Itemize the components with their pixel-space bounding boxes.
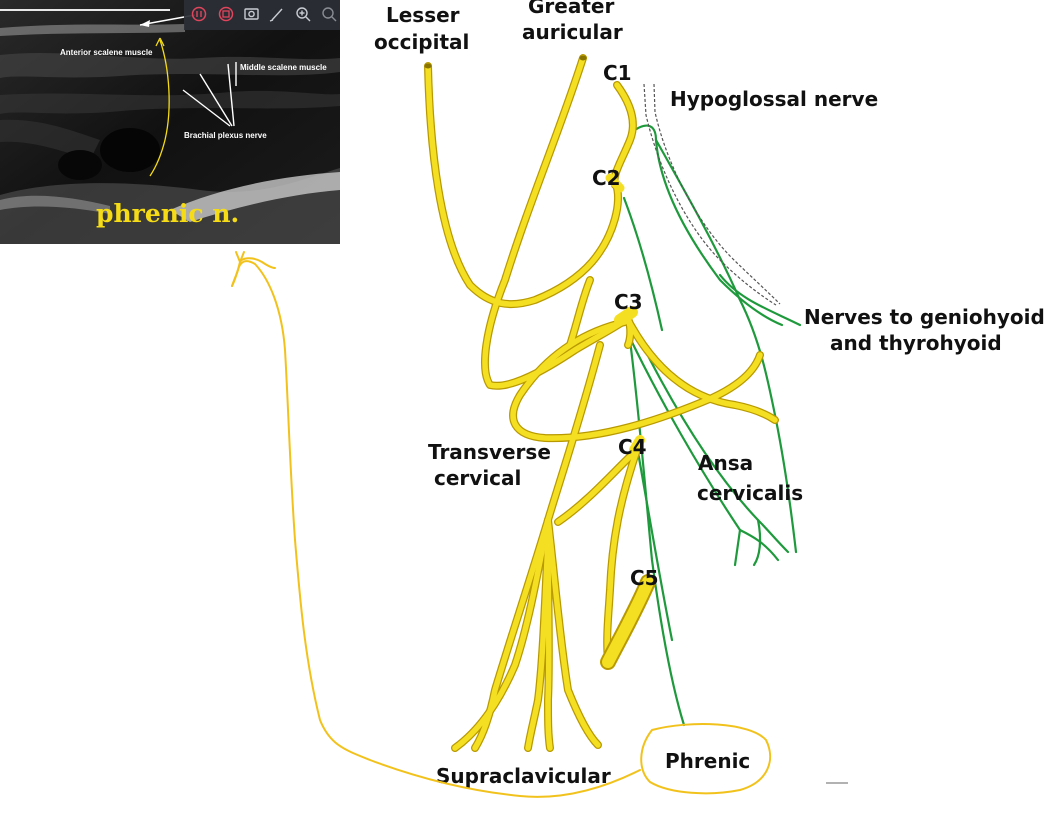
- pen-icon[interactable]: [269, 8, 283, 22]
- cervical-nerves: [424, 54, 779, 752]
- greater-auricular-label-1: Greater: [528, 0, 614, 18]
- supraclavicular-label: Supraclavicular: [436, 764, 611, 788]
- c4-label: C4: [618, 435, 647, 459]
- transverse-cervical-label-2: cervical: [434, 466, 521, 490]
- hand-annotations: [231, 251, 771, 798]
- ansa-cervicalis-label-2: cervicalis: [697, 481, 803, 505]
- c1-label: C1: [603, 61, 632, 85]
- geniohyoid-label-2: and thyrohyoid: [830, 331, 1002, 355]
- brachial-plexus-label: Brachial plexus nerve: [184, 131, 267, 140]
- phrenic-circle: [640, 723, 771, 795]
- hypoglossal-nerve: [643, 83, 781, 306]
- greater-auricular-label-2: auricular: [522, 20, 623, 44]
- zoom-in-icon[interactable]: [296, 7, 311, 22]
- c3-label: C3: [614, 290, 643, 314]
- c5-label: C5: [630, 566, 659, 590]
- anterior-scalene-label: Anterior scalene muscle: [60, 48, 153, 57]
- c2-label: C2: [592, 166, 621, 190]
- plexus-arrows: [182, 62, 237, 127]
- zoom-out-icon[interactable]: [322, 7, 337, 22]
- ultrasound-toolbar[interactable]: [184, 0, 340, 30]
- ansa-branches: [622, 124, 802, 727]
- stop-icon[interactable]: [218, 6, 234, 22]
- transverse-cervical-label-1: Transverse: [428, 440, 551, 464]
- hypoglossal-label: Hypoglossal nerve: [670, 87, 878, 111]
- nerve-labels: Lesser occipital Greater auricular C1 C2…: [374, 0, 1045, 788]
- phrenic-annotation: phrenic n.: [96, 199, 239, 228]
- pause-icon[interactable]: [191, 6, 207, 22]
- geniohyoid-label-1: Nerves to geniohyoid: [804, 305, 1045, 329]
- phrenic-label: Phrenic: [665, 749, 750, 773]
- phrenic-trace: [149, 39, 170, 177]
- camera-icon[interactable]: [244, 8, 259, 20]
- middle-scalene-label: Middle scalene muscle: [240, 63, 327, 72]
- phrenic-arrow: [231, 260, 641, 798]
- ansa-cervicalis-label-1: Ansa: [698, 451, 753, 475]
- ultrasound-panel: Anterior scalene muscle Middle scalene m…: [0, 0, 340, 244]
- lesser-occipital-label-1: Lesser: [386, 3, 460, 27]
- lesser-occipital-label-2: occipital: [374, 30, 469, 54]
